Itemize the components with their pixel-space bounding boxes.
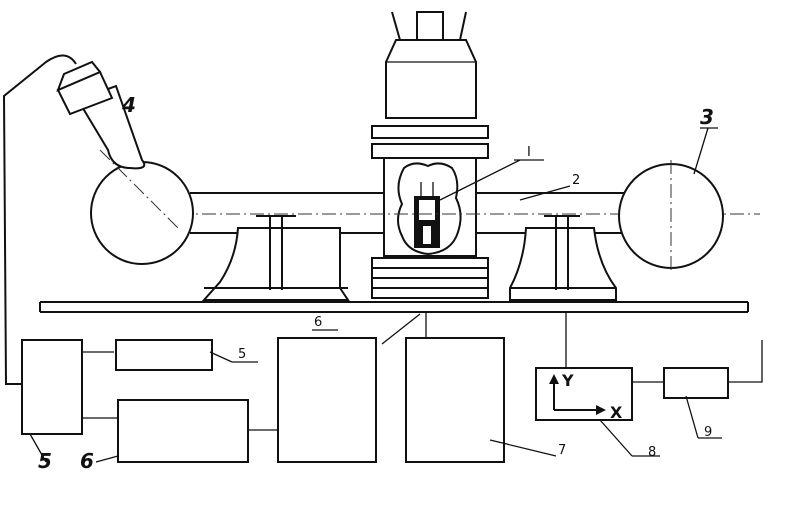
block-6-left bbox=[117, 399, 249, 463]
label-block-5-left: 5 bbox=[38, 449, 52, 473]
label-axis-x: X bbox=[610, 403, 623, 422]
xy-axes-icon bbox=[549, 374, 606, 415]
right-support bbox=[509, 215, 617, 301]
label-block-8: 8 bbox=[648, 445, 656, 460]
block-5-left bbox=[21, 339, 83, 435]
label-block-6-left: 6 bbox=[80, 449, 94, 473]
label-block-7: 7 bbox=[558, 443, 566, 458]
label-block-5-small: 5 bbox=[238, 347, 246, 362]
label-beam-pipe: 2 bbox=[572, 173, 580, 188]
block-9 bbox=[663, 367, 729, 399]
central-column bbox=[371, 11, 489, 299]
block-7 bbox=[405, 337, 505, 463]
label-block-6-mid: 6 bbox=[314, 315, 322, 330]
left-cable bbox=[2, 54, 77, 385]
label-block-9: 9 bbox=[704, 425, 712, 440]
block-5-small bbox=[115, 339, 213, 371]
left-sphere bbox=[56, 60, 194, 265]
label-right-sphere: 3 bbox=[700, 105, 714, 129]
left-support bbox=[201, 215, 350, 301]
right-sphere bbox=[618, 127, 724, 272]
leader-lines bbox=[29, 159, 722, 463]
base-bus bbox=[39, 301, 749, 313]
label-axis-y: Y bbox=[561, 371, 574, 390]
block-6-mid bbox=[277, 337, 377, 463]
label-left-sphere: 4 bbox=[121, 93, 136, 117]
block-8-xy-recorder bbox=[535, 367, 633, 421]
signal-lines bbox=[82, 312, 763, 431]
label-specimen: I bbox=[527, 145, 531, 160]
